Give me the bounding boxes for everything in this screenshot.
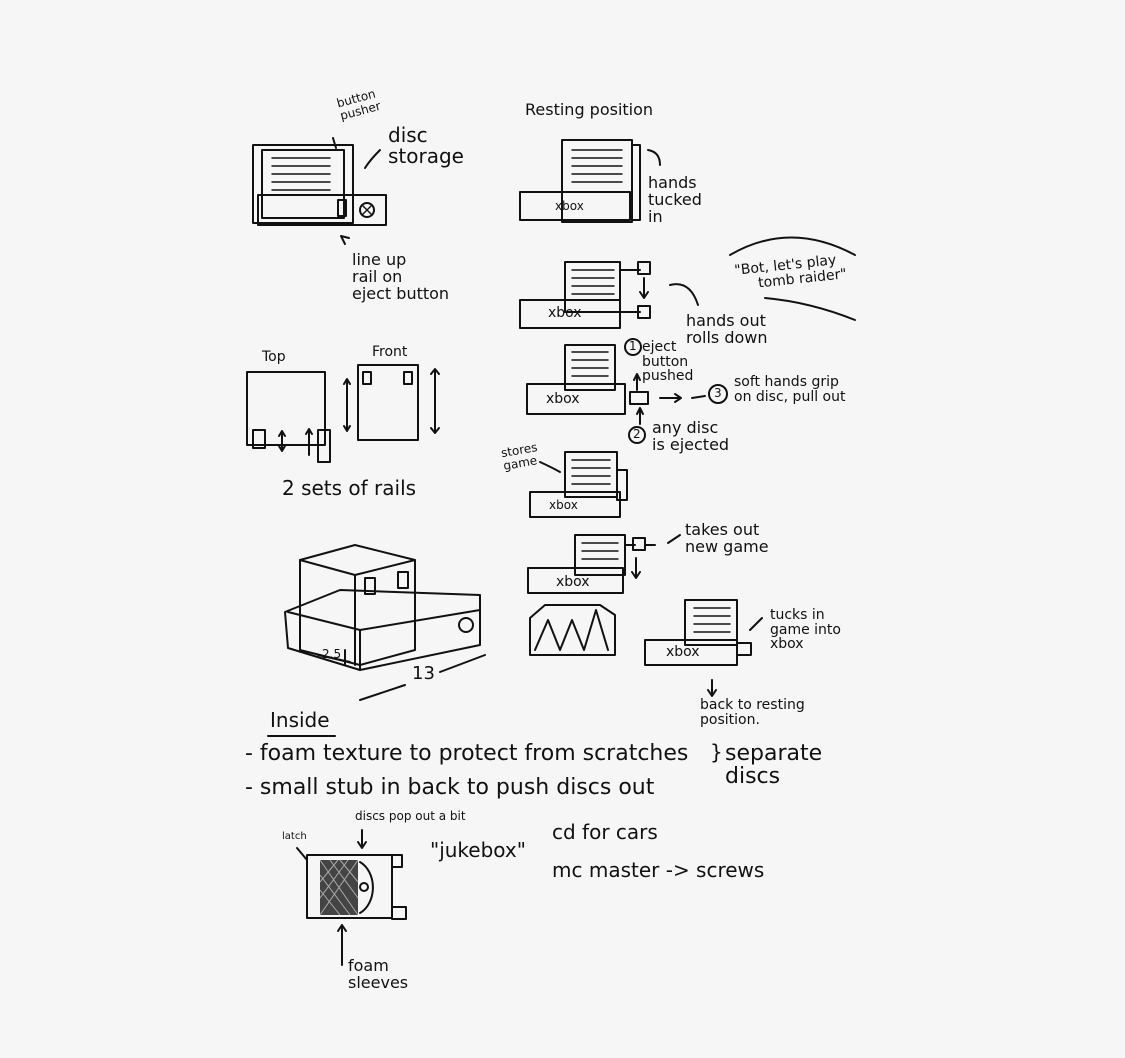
front-view-label: Front — [372, 344, 408, 360]
xbox-label-6: xbox — [666, 644, 700, 660]
tucks-in-sketch — [644, 599, 763, 697]
xbox-label-3: xbox — [546, 391, 580, 407]
isometric-sketch — [284, 544, 486, 701]
any-disc-ejected-label: any disc is ejected — [652, 418, 730, 454]
dimension-13-label: 13 — [412, 663, 435, 684]
rail-views-sketch — [246, 364, 440, 463]
step-1-label: 1 — [629, 339, 637, 353]
xbox-label-4: xbox — [549, 498, 578, 512]
latch-label: latch — [282, 831, 307, 842]
resting-position-label: Resting position — [525, 100, 654, 119]
hands-out-rolls-down-label: hands out rolls down — [686, 311, 768, 347]
takes-out-sketch — [527, 534, 681, 656]
xbox-label-2: xbox — [548, 305, 582, 321]
tucks-in-game-label: tucks in game into xbox — [770, 607, 841, 653]
disc-storage-sketch — [252, 137, 387, 245]
cd-for-cars-label: cd for cars — [552, 820, 658, 844]
step-3-label: 3 — [714, 386, 722, 400]
xbox-label-5: xbox — [556, 574, 590, 590]
inside-heading: Inside — [270, 708, 330, 732]
line-up-rail-label: line up rail on eject button — [352, 250, 450, 303]
inside-line-1: - foam texture to protect from scratches — [245, 741, 689, 766]
top-view-label: Top — [262, 349, 286, 365]
jukebox-label: "jukebox" — [430, 838, 526, 862]
separate-discs-label: separate discs — [725, 741, 823, 790]
two-sets-rails-label: 2 sets of rails — [282, 476, 417, 500]
inside-line-2: - small stub in back to push discs out — [245, 775, 655, 800]
mcmaster-screws-label: mc master -> screws — [552, 858, 765, 882]
hands-out-sketch — [519, 236, 856, 329]
stores-game-sketch — [529, 451, 628, 518]
step-2-label: 2 — [633, 427, 641, 441]
soft-hands-grip-label: soft hands grip on disc, pull out — [734, 374, 846, 405]
inside-sketch — [267, 735, 407, 966]
hands-tucked-in-label: hands tucked in — [648, 173, 702, 226]
eject-sequence-sketch — [526, 338, 728, 444]
discs-pop-out-label: discs pop out a bit — [355, 809, 466, 823]
eject-button-pushed-label: eject button pushed — [642, 339, 694, 385]
foam-sleeves-label: foam sleeves — [348, 956, 409, 992]
dimension-2-5-label: 2.5 — [322, 647, 342, 661]
disc-storage-label: disc storage — [388, 123, 464, 168]
xbox-label-1: xbox — [555, 199, 584, 213]
back-to-resting-label: back to resting position. — [700, 697, 805, 728]
resting-position-sketch — [519, 139, 661, 223]
separate-bracket: } — [710, 740, 723, 764]
takes-out-new-game-label: takes out new game — [685, 520, 769, 556]
